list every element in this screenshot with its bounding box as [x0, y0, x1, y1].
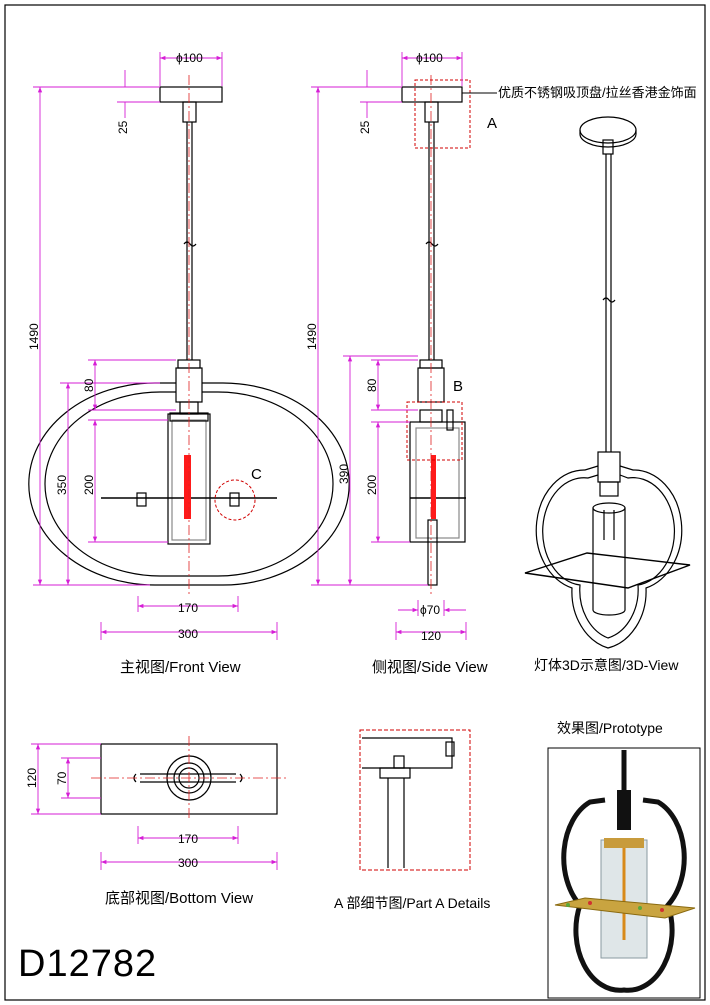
callout-texts: A B C 优质不锈钢吸顶盘/拉丝香港金饰面 [251, 85, 697, 483]
detail-a-marker [414, 79, 471, 149]
callout-a: A [487, 115, 497, 132]
side-body-h: 390 [337, 464, 351, 484]
bottom-plate-w: 300 [178, 856, 198, 870]
front-canopy-dia: ϕ100 [176, 51, 203, 65]
canopy-note: 优质不锈钢吸顶盘/拉丝香港金饰面 [498, 85, 697, 100]
caption-detail-a: A 部细节图/Part A Details [334, 895, 490, 911]
side-canopy-h: 25 [358, 120, 372, 134]
front-glass-h: 200 [82, 475, 96, 495]
bottom-frame-w: 170 [178, 832, 198, 846]
front-top-h: 80 [82, 378, 96, 392]
caption-side: 侧视图/Side View [372, 659, 488, 676]
front-dimensions [33, 52, 278, 640]
view3d-drawing [524, 116, 691, 649]
side-filament [431, 455, 436, 519]
front-filament [184, 455, 191, 519]
side-view-drawing [401, 86, 466, 586]
bottom-inner: 70 [55, 771, 69, 785]
detail-a-outline [359, 729, 471, 871]
front-body-h: 350 [55, 475, 69, 495]
caption-bottom: 底部视图/Bottom View [105, 890, 253, 907]
front-plate-w: 300 [178, 627, 198, 641]
bottom-depth: 120 [25, 768, 39, 788]
side-plate-d: 120 [421, 629, 441, 643]
sheet-border [4, 4, 706, 1001]
callout-c: C [251, 466, 262, 483]
bottom-centerlines [91, 736, 287, 820]
detail-b-marker [406, 401, 463, 461]
front-canopy-h: 25 [116, 120, 130, 134]
side-total-h: 1490 [305, 323, 319, 350]
dimension-texts: ϕ100 25 1490 350 80 200 170 300 ϕ100 25 … [25, 51, 443, 870]
detail-c-marker [214, 479, 256, 521]
drawing-code: D12782 [18, 943, 158, 985]
side-glass-h: 200 [365, 475, 379, 495]
side-top-h: 80 [365, 378, 379, 392]
front-total-h: 1490 [27, 323, 41, 350]
view-captions: 主视图/Front View 侧视图/Side View 灯体3D示意图/3D-… [105, 657, 679, 911]
front-frame-w: 170 [178, 601, 198, 615]
detail-a-drawing [362, 737, 455, 868]
prototype-image [554, 750, 696, 993]
callout-b: B [453, 378, 463, 395]
side-glass-dia: ϕ70 [420, 603, 440, 617]
side-dimensions [311, 52, 467, 640]
caption-3d: 灯体3D示意图/3D-View [534, 657, 679, 673]
caption-prototype: 效果图/Prototype [557, 720, 663, 736]
side-canopy-dia: ϕ100 [416, 51, 443, 65]
bottom-dimensions [31, 743, 278, 870]
caption-front: 主视图/Front View [120, 659, 241, 676]
